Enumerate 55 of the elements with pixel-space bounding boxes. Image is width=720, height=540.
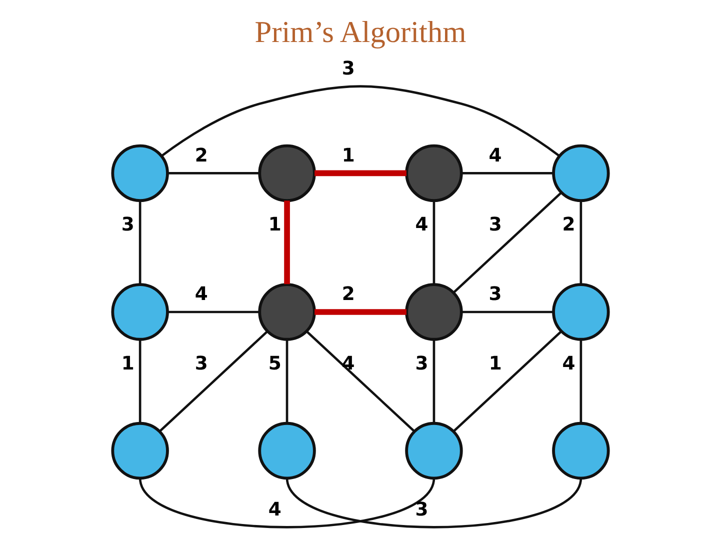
connector (138, 339, 141, 423)
connector (167, 172, 259, 174)
edge-label: 1 (341, 145, 354, 166)
edge-label: 3 (120, 214, 134, 236)
connector (432, 339, 435, 423)
edge-label: 3 (414, 499, 428, 520)
edge-label: 2 (194, 145, 208, 166)
connector (284, 200, 290, 284)
edge-label: 4 (194, 284, 208, 306)
node-circle (258, 283, 316, 341)
connector (167, 310, 259, 314)
node-circle (110, 422, 168, 480)
connector (138, 200, 141, 284)
connector (285, 478, 582, 528)
edge-label: 3 (488, 284, 502, 306)
edge-label: 3 (414, 353, 428, 374)
connector (461, 310, 553, 314)
node-circle (110, 283, 168, 341)
node-circle (552, 144, 610, 202)
connector (461, 172, 553, 174)
node-circle (552, 422, 610, 480)
edge-label: 5 (268, 353, 281, 374)
connector (432, 200, 435, 284)
edge-label: 3 (488, 214, 502, 236)
edge-label: 4 (488, 145, 502, 166)
edge-label: 4 (341, 353, 354, 374)
connector (579, 200, 582, 284)
node-circle (552, 283, 610, 341)
connector (158, 330, 268, 432)
edge-label: 1 (120, 353, 134, 374)
edge-label: 3 (194, 353, 208, 374)
connector (138, 478, 435, 528)
edge-label: 3 (341, 58, 354, 80)
node-circle (258, 144, 316, 202)
node-circle (258, 422, 316, 480)
connector (160, 85, 560, 157)
edge-label: 4 (268, 499, 281, 520)
edge-label: 1 (268, 214, 281, 236)
connector (305, 330, 415, 432)
connector (314, 170, 406, 176)
node-circle (110, 144, 168, 202)
connector (314, 309, 406, 315)
node-circle (404, 422, 462, 480)
edge-label: 4 (414, 214, 428, 236)
edge-label: 1 (488, 353, 502, 374)
connector (579, 339, 582, 423)
node-circle (404, 144, 462, 202)
edge-label: 4 (562, 353, 575, 374)
connector (452, 192, 562, 294)
diagram-title: Prim’s Algorithm (254, 14, 466, 49)
connector (285, 339, 288, 423)
node-circle (404, 283, 462, 341)
connector (452, 330, 562, 432)
edge-label: 2 (341, 284, 354, 306)
edge-label: 2 (562, 214, 575, 236)
